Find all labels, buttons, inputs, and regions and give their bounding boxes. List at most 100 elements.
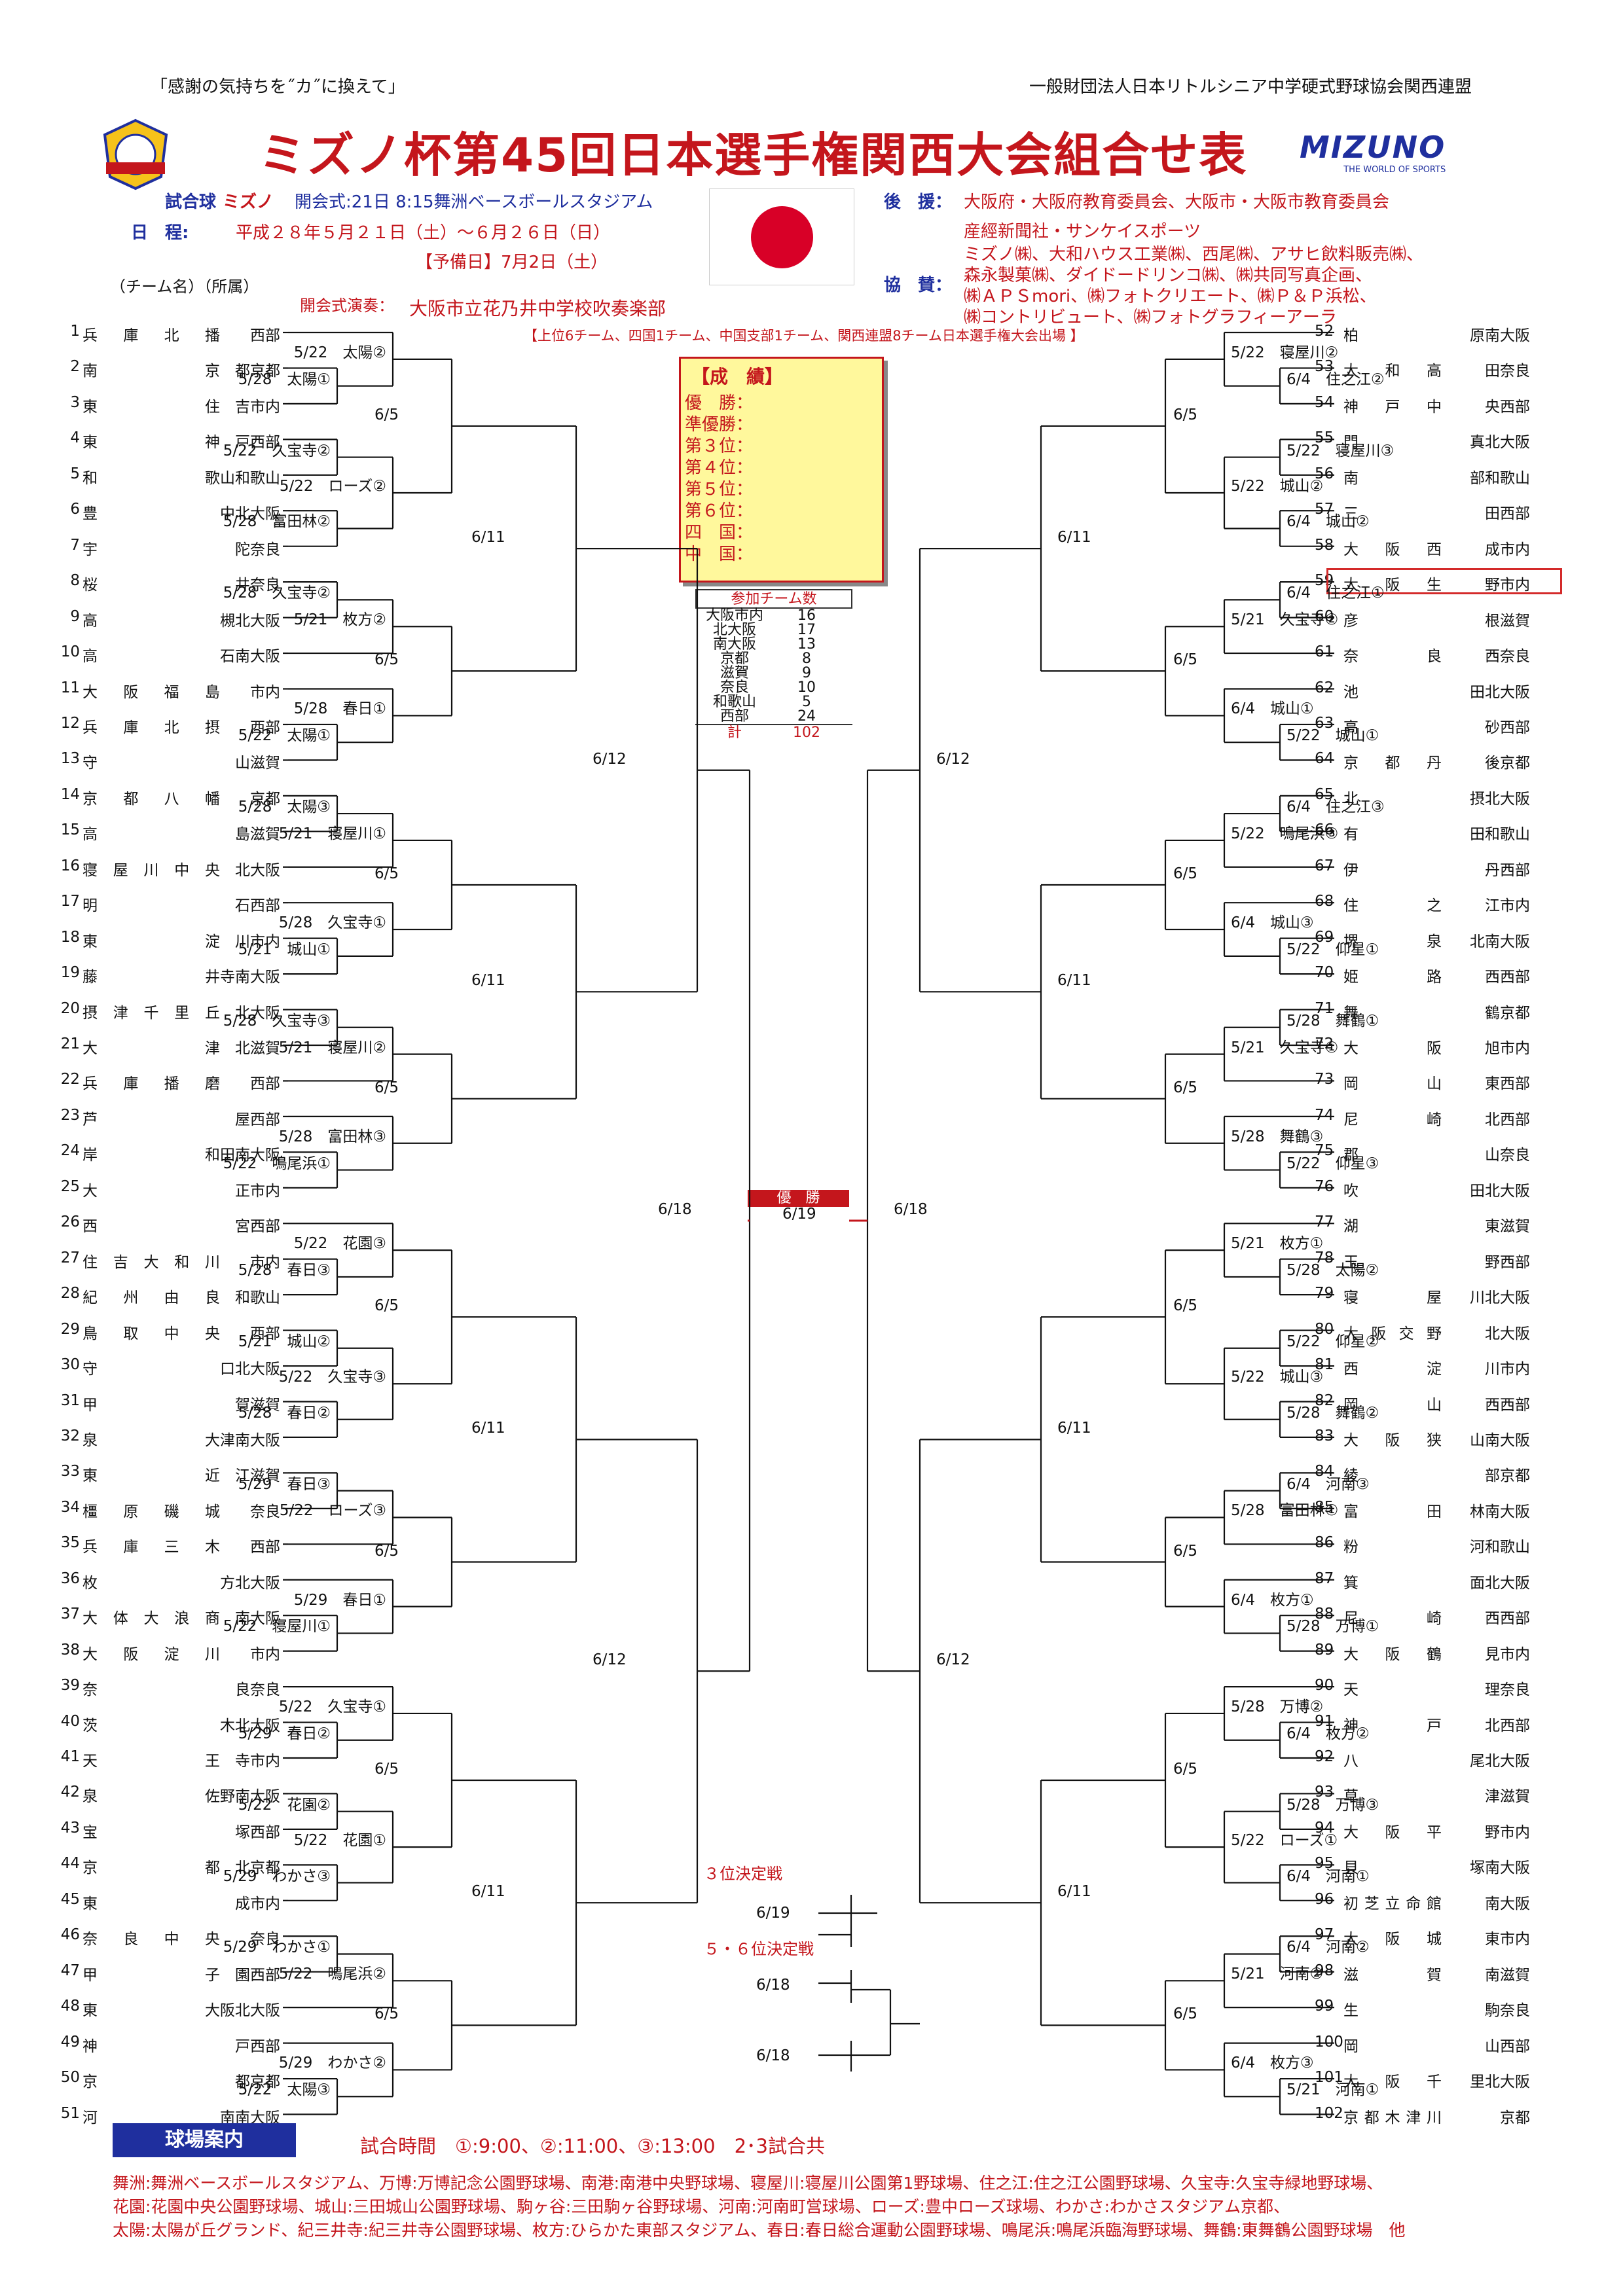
- round-date: 6/5: [1173, 651, 1198, 669]
- match-label: 5/28 久宝寺①: [278, 914, 386, 932]
- game-times: 試合時間 ①:9:00、②:11:00、③:13:00 2･3試合共: [360, 2135, 825, 2157]
- match-label: 5/21 城山②: [238, 1333, 331, 1350]
- match-label: 5/28 春日①: [293, 700, 386, 718]
- results-row: 準優勝：: [685, 415, 754, 435]
- sponsor-line-1: ミズノ㈱、大和ハウス工業㈱、西尾㈱、アサヒ飲料販売㈱、: [964, 245, 1424, 264]
- ball-value: ミズノ: [223, 192, 274, 212]
- match-label: 5/22 久宝寺②: [223, 442, 331, 459]
- round-date: 6/11: [471, 972, 505, 990]
- sponsor-line-3: ㈱ＡＰＳmori、㈱フォトクリエート、㈱Ｐ＆Ｐ浜松、: [964, 287, 1377, 306]
- round-date: 6/5: [374, 1297, 399, 1315]
- match-label: 5/28 太陽②: [1286, 1261, 1379, 1279]
- match-label: 5/28 万博①: [1286, 1618, 1379, 1636]
- match-label: 6/4 河南③: [1286, 1475, 1370, 1493]
- match-label: 6/4 枚方①: [1231, 1591, 1314, 1609]
- round-date: 6/5: [1173, 1079, 1198, 1096]
- match-label: 5/28 久宝寺②: [223, 584, 331, 602]
- match-label: 5/21 枚方②: [293, 611, 386, 629]
- reserve-day: 【予備日】7月2日（土）: [416, 253, 608, 272]
- match-label: 5/21 城山①: [238, 941, 331, 958]
- match-label: 5/22 ローズ①: [1231, 1832, 1338, 1850]
- match-label: 5/21 河南①: [1286, 2081, 1379, 2099]
- organizer: 一般財団法人日本リトルシニア中学硬式野球協会関西連盟: [1029, 77, 1472, 97]
- fifth-place-title: ５・６位決定戦: [704, 1940, 814, 1958]
- round-date: 6/5: [1173, 406, 1198, 423]
- match-label: 5/22 仰星③: [1286, 1155, 1379, 1172]
- results-row: 第５位：: [685, 480, 754, 499]
- page-title: ミズノ杯第45回日本選手権関西大会組合せ表: [259, 128, 1248, 183]
- round-date: 6/11: [471, 1883, 505, 1901]
- support-label: 後 援：: [884, 192, 953, 212]
- round-date: 6/5: [1173, 1761, 1198, 1778]
- round-date: 6/11: [471, 1420, 505, 1437]
- round-date: 6/11: [1057, 1883, 1091, 1901]
- ball-label: 試合球: [165, 192, 217, 212]
- sponsor-label: 協 賛：: [884, 276, 953, 295]
- match-label: 6/4 枚方②: [1286, 1725, 1370, 1742]
- match-label: 5/29 わかさ③: [223, 1867, 331, 1885]
- round-date: 6/5: [1173, 1297, 1198, 1315]
- round-date: 6/18: [894, 1200, 928, 1218]
- results-row: 第４位：: [685, 458, 754, 478]
- match-label: 5/28 舞鶴②: [1286, 1404, 1379, 1422]
- match-label: 5/29 わかさ②: [278, 2054, 386, 2072]
- match-label: 5/22 鳴尾浜③: [1231, 825, 1339, 842]
- match-label: 5/22 花園③: [293, 1235, 386, 1253]
- round-date: 6/5: [1173, 2005, 1198, 2023]
- results-title: 【成 績】: [691, 366, 784, 387]
- band-name: 大阪市立花乃井中学校吹奏楽部: [409, 298, 666, 319]
- schedule-label: 日 程:: [131, 223, 189, 243]
- match-label: 5/29 わかさ①: [223, 1939, 331, 1956]
- league-logo: [98, 117, 173, 192]
- match-label: 5/28 太陽③: [238, 798, 331, 816]
- round-date: 6/11: [1057, 1420, 1091, 1437]
